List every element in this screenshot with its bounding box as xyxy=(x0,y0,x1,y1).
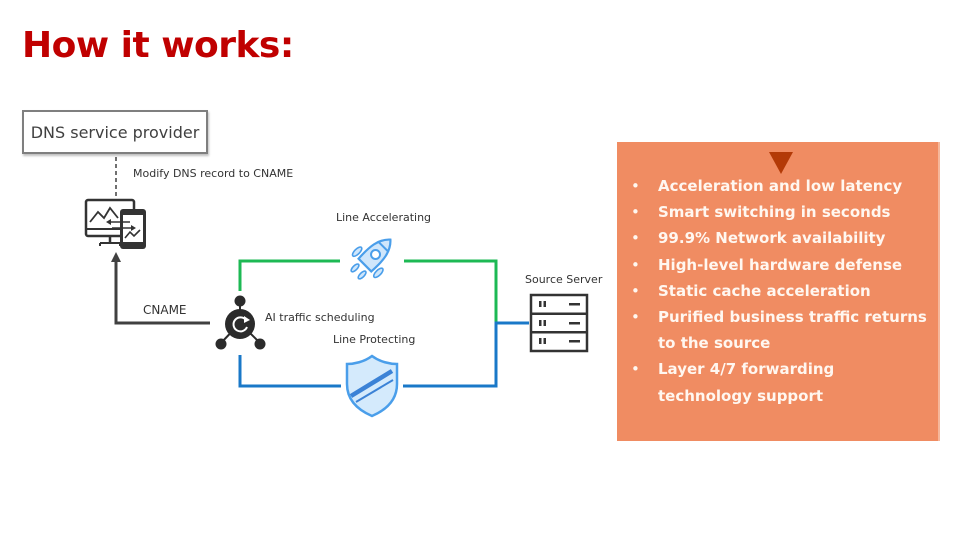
feature-item: •Smart switching in seconds xyxy=(627,199,932,225)
rocket-icon xyxy=(350,238,392,280)
modify-dns-label: Modify DNS record to CNAME xyxy=(133,167,294,180)
feature-item: •Static cache acceleration xyxy=(627,278,932,304)
accelerate-line-right xyxy=(404,259,498,323)
server-rack-icon xyxy=(529,293,589,353)
feature-list: •Acceleration and low latency •Smart swi… xyxy=(627,173,932,409)
feature-item: •Layer 4/7 forwarding technology support xyxy=(627,356,932,408)
monitor-phone-sync-icon xyxy=(84,198,146,249)
bullet-icon: • xyxy=(631,308,640,327)
bullet-icon: • xyxy=(631,203,640,222)
line-accelerating-label: Line Accelerating xyxy=(336,211,432,224)
cname-arrowhead xyxy=(111,252,121,262)
protect-line-left xyxy=(238,355,341,388)
bullet-icon: • xyxy=(631,360,640,379)
ai-traffic-scheduling-label: AI traffic scheduling xyxy=(265,311,375,324)
accelerate-line-left xyxy=(238,259,340,291)
cname-connector xyxy=(114,260,210,325)
bullet-icon: • xyxy=(631,229,640,248)
protect-line-right xyxy=(403,321,529,388)
ai-scheduler-hub-icon xyxy=(215,295,266,350)
feature-item: •99.9% Network availability xyxy=(627,225,932,251)
features-panel: •Acceleration and low latency •Smart swi… xyxy=(617,142,940,441)
feature-item: •High-level hardware defense xyxy=(627,252,932,278)
feature-item: •Acceleration and low latency xyxy=(627,173,932,199)
cname-label: CNAME xyxy=(143,303,187,317)
bullet-icon: • xyxy=(631,255,640,274)
page-title: How it works: xyxy=(22,25,294,66)
feature-item: •Purified business traffic returns to th… xyxy=(627,304,932,356)
bullet-icon: • xyxy=(631,281,640,300)
line-protecting-label: Line Protecting xyxy=(333,333,416,346)
down-triangle-icon xyxy=(769,152,793,174)
source-server-label: Source Server xyxy=(525,273,603,286)
shield-icon xyxy=(345,354,399,418)
dns-service-provider-label: DNS service provider xyxy=(30,122,200,142)
dns-service-provider-box: DNS service provider xyxy=(22,110,208,154)
bullet-icon: • xyxy=(631,177,640,195)
